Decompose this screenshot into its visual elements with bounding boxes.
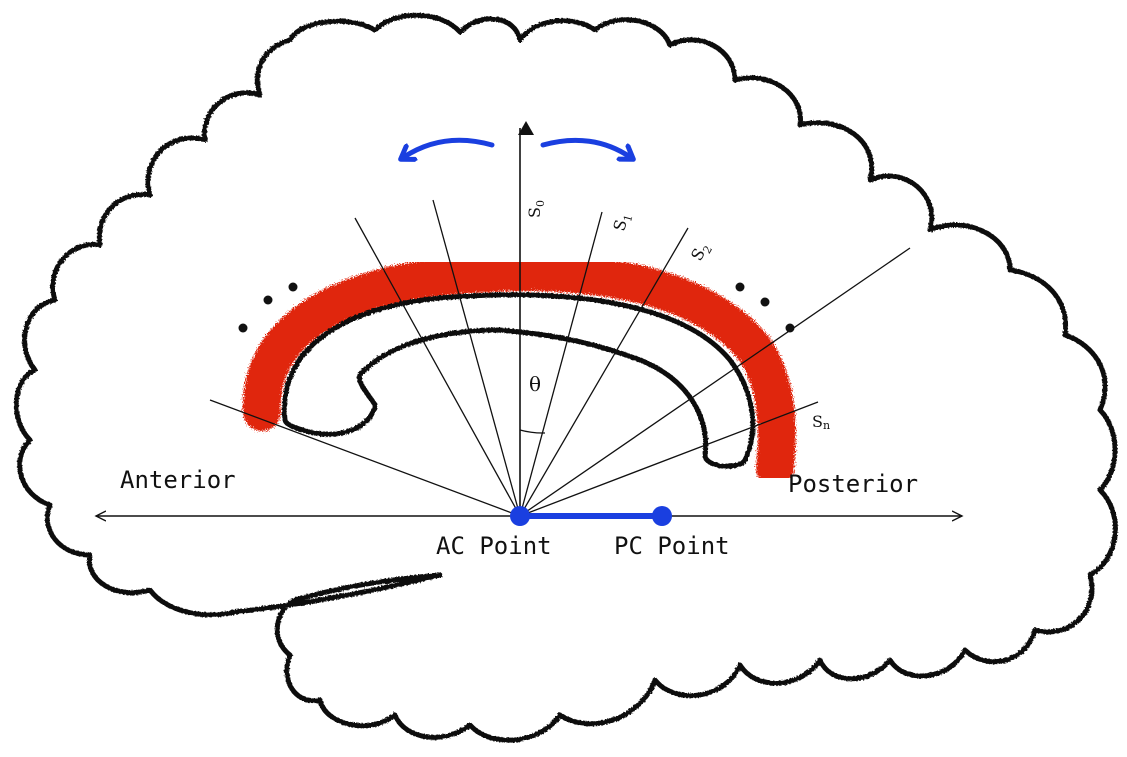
posterior-label: Posterior — [788, 470, 918, 498]
anterior-label: Anterior — [120, 466, 236, 494]
pc-point-label: PC Point — [614, 532, 730, 560]
pc-point-marker — [652, 506, 672, 526]
sn-sub: n — [823, 419, 830, 432]
ac-point-label: AC Point — [436, 532, 552, 560]
brain-outline — [16, 15, 1115, 740]
s0-sub: 0 — [534, 200, 547, 207]
sn-base: S — [812, 412, 823, 431]
theta-label: θ — [529, 372, 541, 396]
s0-base: S — [525, 207, 544, 218]
ac-point-marker — [510, 506, 530, 526]
